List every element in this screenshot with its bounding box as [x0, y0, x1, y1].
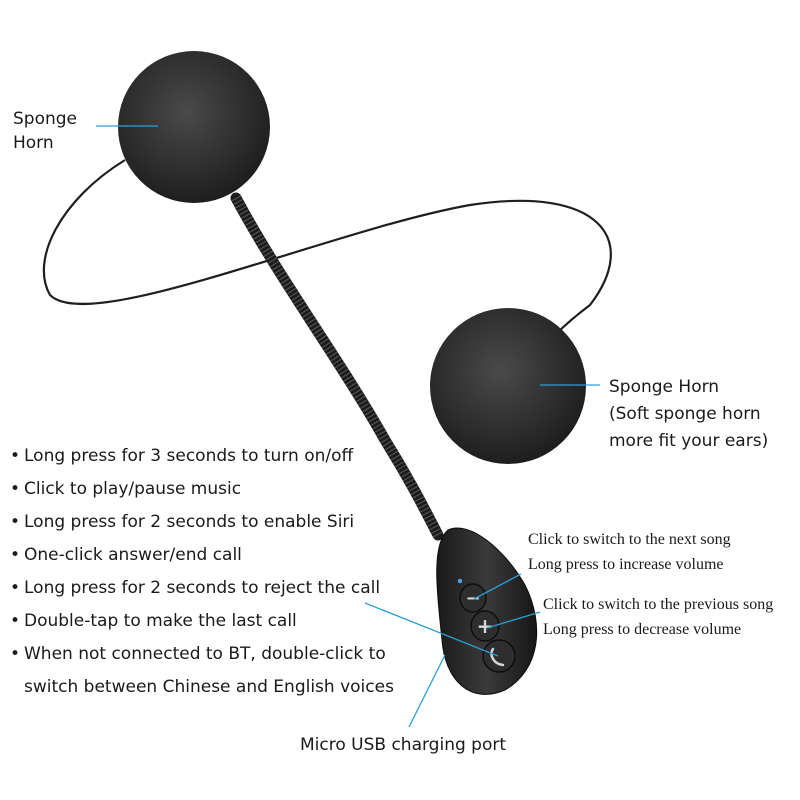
next-song-label: Click to switch to the next song Long pr… — [528, 531, 731, 573]
plus-button — [470, 610, 500, 642]
status-led — [457, 578, 463, 584]
feature-item: When not connected to BT, double-click t… — [10, 638, 394, 704]
phone-icon — [490, 647, 505, 667]
cable — [42, 159, 612, 336]
leader-usb — [408, 654, 446, 728]
sponge-horn-top — [118, 51, 270, 203]
control-pod: − + — [436, 527, 538, 695]
phone-button — [482, 639, 516, 673]
sponge-horn-right-label: Sponge Horn (Soft sponge horn more fit y… — [609, 377, 769, 451]
feature-item: One-click answer/end call — [10, 539, 394, 572]
minus-glyph: − — [465, 588, 480, 609]
feature-list: Long press for 3 seconds to turn on/off … — [10, 440, 394, 704]
feature-item-continuation: switch between Chinese and English voice… — [24, 677, 394, 697]
feature-item: Double-tap to make the last call — [10, 605, 394, 638]
minus-button — [459, 583, 487, 613]
sponge-horn-right — [430, 308, 586, 464]
feature-item: Long press for 2 seconds to enable Siri — [10, 506, 394, 539]
usb-port-label: Micro USB charging port — [300, 735, 507, 755]
leader-next-song — [473, 573, 522, 600]
feature-item: Click to play/pause music — [10, 473, 394, 506]
plus-glyph: + — [477, 614, 494, 638]
previous-song-label: Click to switch to the previous song Lon… — [543, 596, 774, 638]
feature-item: Long press for 3 seconds to turn on/off — [10, 440, 394, 473]
sponge-horn-top-label: Sponge Horn — [13, 109, 78, 153]
leader-previous-song — [486, 611, 541, 629]
feature-item: Long press for 2 seconds to reject the c… — [10, 572, 394, 605]
